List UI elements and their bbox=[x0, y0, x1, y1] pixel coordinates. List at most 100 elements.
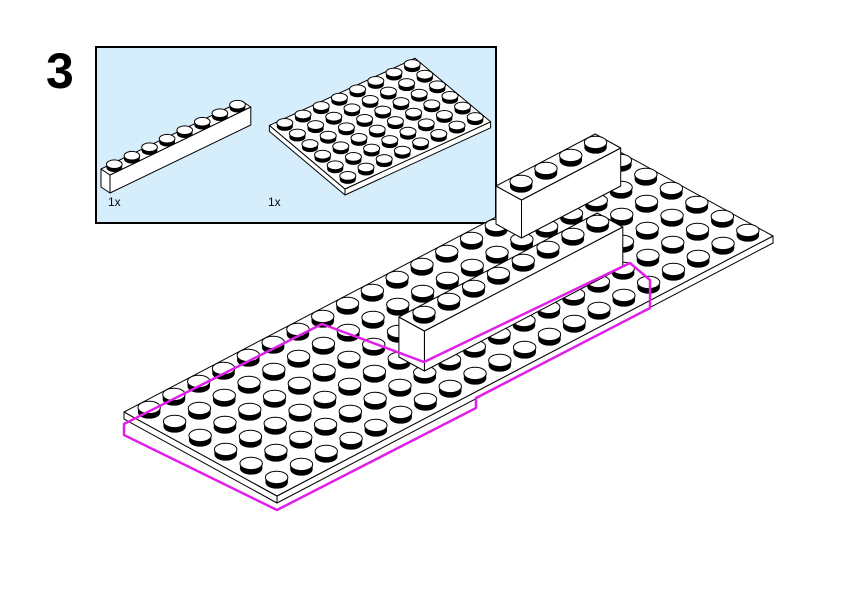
stud bbox=[509, 174, 533, 193]
stud bbox=[635, 221, 659, 240]
stud-top bbox=[276, 117, 294, 128]
stud-top bbox=[356, 113, 374, 124]
stud-top bbox=[634, 167, 658, 182]
stud bbox=[326, 160, 344, 174]
stud-top bbox=[350, 132, 368, 143]
stud bbox=[636, 275, 661, 294]
stud bbox=[319, 130, 337, 144]
stud bbox=[710, 209, 735, 228]
stud-top bbox=[319, 130, 337, 141]
stud-top bbox=[636, 275, 661, 290]
stud bbox=[399, 126, 417, 140]
stud-top bbox=[264, 470, 289, 485]
stud-top bbox=[585, 214, 610, 229]
stud bbox=[441, 90, 459, 104]
stud-top bbox=[311, 309, 335, 324]
stud bbox=[211, 108, 229, 122]
stud bbox=[659, 181, 684, 200]
stud-top bbox=[263, 416, 287, 431]
stud-top bbox=[610, 207, 634, 222]
stud-top bbox=[213, 415, 237, 430]
stud-top bbox=[634, 194, 659, 209]
stud bbox=[585, 214, 610, 233]
stud-top bbox=[307, 120, 325, 131]
stud bbox=[361, 94, 379, 108]
stud-top bbox=[286, 322, 310, 337]
stud bbox=[344, 151, 362, 165]
stud-top bbox=[361, 94, 379, 105]
stud bbox=[460, 258, 484, 277]
stud bbox=[374, 105, 392, 119]
stud-top bbox=[289, 430, 313, 445]
stud-top bbox=[325, 111, 343, 122]
stud bbox=[466, 112, 484, 126]
stud-top bbox=[412, 305, 436, 320]
stud-top bbox=[368, 124, 386, 135]
stud bbox=[386, 297, 410, 316]
stud-top bbox=[262, 389, 287, 404]
stud-top bbox=[399, 126, 417, 137]
stud bbox=[428, 80, 446, 94]
stud-top bbox=[311, 336, 336, 351]
stud-top bbox=[312, 363, 336, 378]
stud bbox=[264, 443, 288, 462]
stud-top bbox=[326, 160, 344, 171]
stud-top bbox=[561, 227, 585, 242]
stud-top bbox=[367, 75, 385, 86]
stud bbox=[559, 148, 583, 167]
stud-top bbox=[176, 125, 194, 136]
stud bbox=[412, 137, 430, 151]
stud bbox=[176, 125, 194, 139]
stud bbox=[337, 377, 362, 396]
stud bbox=[410, 284, 435, 303]
stud bbox=[385, 270, 409, 289]
stud-top bbox=[711, 236, 735, 251]
stud bbox=[661, 235, 685, 254]
stud-top bbox=[314, 444, 338, 459]
stud-top bbox=[301, 139, 319, 150]
stud bbox=[461, 279, 486, 298]
stud-top bbox=[417, 118, 435, 129]
stud bbox=[393, 145, 411, 159]
stud bbox=[686, 249, 710, 268]
stud bbox=[375, 154, 393, 168]
stud-top bbox=[509, 174, 533, 189]
stud bbox=[337, 350, 361, 369]
stud bbox=[561, 227, 585, 246]
stud bbox=[264, 470, 289, 489]
stud-top bbox=[410, 284, 435, 299]
stud-top bbox=[337, 377, 362, 392]
part-quantity-plate: 1x bbox=[268, 195, 281, 209]
stud-top bbox=[686, 249, 710, 264]
stud-top bbox=[413, 392, 438, 407]
stud bbox=[325, 111, 343, 125]
stud bbox=[338, 404, 363, 423]
stud bbox=[239, 456, 263, 475]
stud bbox=[511, 253, 535, 272]
stud-top bbox=[339, 170, 357, 181]
stud bbox=[634, 194, 659, 213]
stud-top bbox=[238, 429, 263, 444]
stud-top bbox=[337, 122, 355, 133]
stud bbox=[587, 301, 611, 320]
stud bbox=[610, 207, 634, 226]
stud-top bbox=[162, 414, 187, 429]
stud-top bbox=[385, 270, 409, 285]
stud-top bbox=[229, 99, 246, 110]
stud bbox=[123, 150, 141, 164]
stud bbox=[435, 244, 459, 263]
stud bbox=[405, 107, 423, 121]
stud-top bbox=[661, 262, 686, 277]
stud bbox=[410, 88, 428, 102]
stud-top bbox=[386, 297, 410, 312]
step-number: 3 bbox=[46, 43, 74, 99]
stud bbox=[379, 86, 397, 100]
stud bbox=[262, 362, 286, 381]
stud bbox=[398, 78, 416, 92]
stud-top bbox=[416, 69, 434, 80]
stud-top bbox=[314, 149, 332, 160]
stud bbox=[287, 376, 312, 395]
stud bbox=[350, 132, 368, 146]
stud-top bbox=[158, 133, 176, 144]
